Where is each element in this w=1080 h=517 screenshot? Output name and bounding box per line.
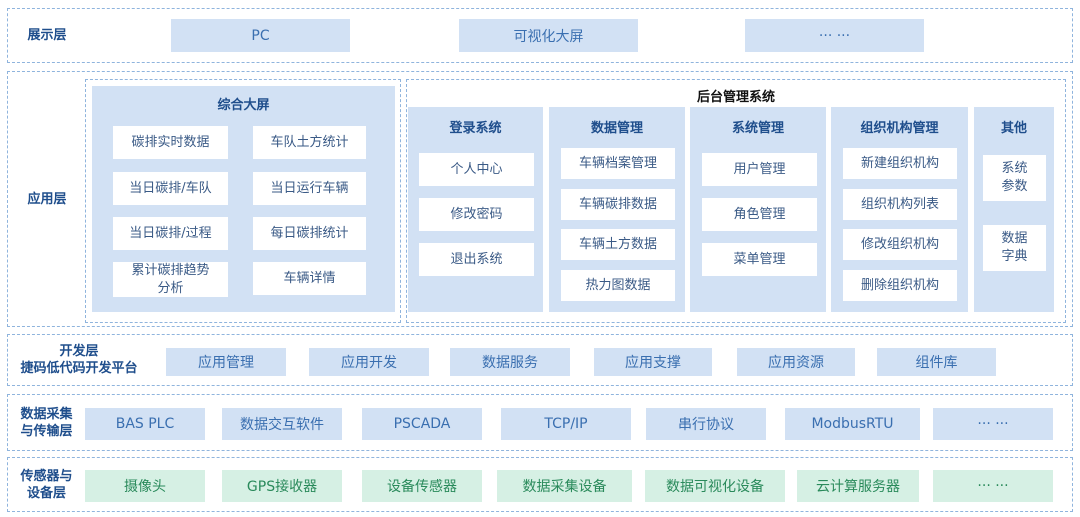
data-collection-item: PSCADA [362,408,482,440]
backend-item: 菜单管理 [702,243,817,276]
sensor-item-more: ··· ··· [933,470,1053,502]
dashboard-item-label: 累计碳排趋势分析 [131,262,210,296]
data-collection-item-more: ··· ··· [933,408,1053,440]
dashboard-item: 每日碳排统计 [253,217,366,250]
backend-item: 个人中心 [419,153,534,186]
sensor-label-line1: 传感器与 [20,468,73,484]
data-collection-item: BAS PLC [85,408,205,440]
backend-item: 退出系统 [419,243,534,276]
development-item: 应用支撑 [594,348,712,376]
data-collection-label-line2: 与传输层 [20,423,73,439]
backend-item: 删除组织机构 [843,270,957,301]
backend-item: 数据字典 [983,225,1046,271]
data-collection-item: ModbusRTU [785,408,920,440]
application-layer [7,71,1073,327]
development-item: 组件库 [877,348,996,376]
backend-item: 组织机构列表 [843,189,957,220]
presentation-item-pc: PC [171,19,350,52]
backend-item: 车辆档案管理 [561,148,675,179]
backend-item: 热力图数据 [561,270,675,301]
development-item: 应用开发 [309,348,429,376]
development-label-line1: 开发层 [59,344,99,359]
sensor-item: 摄像头 [85,470,205,502]
sensor-layer-label: 传感器与 设备层 [9,459,84,510]
presentation-layer-label: 展示层 [27,28,67,43]
dashboard-item: 车辆详情 [253,262,366,295]
backend-item: 角色管理 [702,198,817,231]
backend-section-title: 系统管理 [731,121,784,136]
application-layer-label: 应用层 [27,191,67,207]
sensor-label-line2: 设备层 [26,485,66,501]
backend-title: 后台管理系统 [696,90,775,105]
sensor-item: 设备传感器 [362,470,482,502]
dashboard-item: 当日碳排/车队 [113,172,228,205]
sensor-layer [7,457,1073,512]
data-collection-item: 串行协议 [646,408,766,440]
data-collection-item: 数据交互软件 [222,408,342,440]
data-collection-layer-label: 数据采集 与传输层 [9,396,84,449]
development-layer [7,334,1073,386]
backend-item: 修改组织机构 [843,229,957,260]
backend-item: 系统参数 [983,155,1046,201]
backend-group [406,79,1066,323]
dashboard-item: 车队土方统计 [253,126,366,159]
dashboard-item: 当日运行车辆 [253,172,366,205]
backend-item: 车辆土方数据 [561,229,675,260]
backend-item: 车辆碳排数据 [561,189,675,220]
presentation-item-big-screen: 可视化大屏 [459,19,638,52]
backend-section-title: 登录系统 [449,121,502,136]
backend-item-label: 数据字典 [1001,231,1028,264]
development-item: 应用资源 [737,348,855,376]
dashboard-item: 累计碳排趋势分析 [113,262,228,297]
backend-section-other [974,107,1054,312]
presentation-layer [7,8,1073,63]
sensor-item: GPS接收器 [222,470,342,502]
data-collection-label-line1: 数据采集 [20,406,73,422]
backend-section-title: 组织机构管理 [860,121,939,136]
development-item: 应用管理 [166,348,286,376]
backend-item: 修改密码 [419,198,534,231]
data-collection-layer [7,394,1073,451]
data-collection-item: TCP/IP [501,408,631,440]
backend-section-title: 其他 [1000,121,1027,136]
presentation-item-more: ··· ··· [745,19,924,52]
sensor-item: 数据采集设备 [497,470,632,502]
dashboard-group [85,79,401,323]
backend-item: 新建组织机构 [843,148,957,179]
backend-item: 用户管理 [702,153,817,186]
development-label-line2: 捷码低代码开发平台 [20,361,138,376]
sensor-item: 云计算服务器 [797,470,919,502]
sensor-item: 数据可视化设备 [645,470,785,502]
dashboard-item: 碳排实时数据 [113,126,228,159]
development-item: 数据服务 [450,348,570,376]
development-layer-label: 开发层 捷码低代码开发平台 [9,336,149,384]
backend-section-title: 数据管理 [590,121,643,136]
dashboard-item: 当日碳排/过程 [113,217,228,250]
backend-item-label: 系统参数 [1001,161,1028,194]
dashboard-title: 综合大屏 [217,98,270,113]
